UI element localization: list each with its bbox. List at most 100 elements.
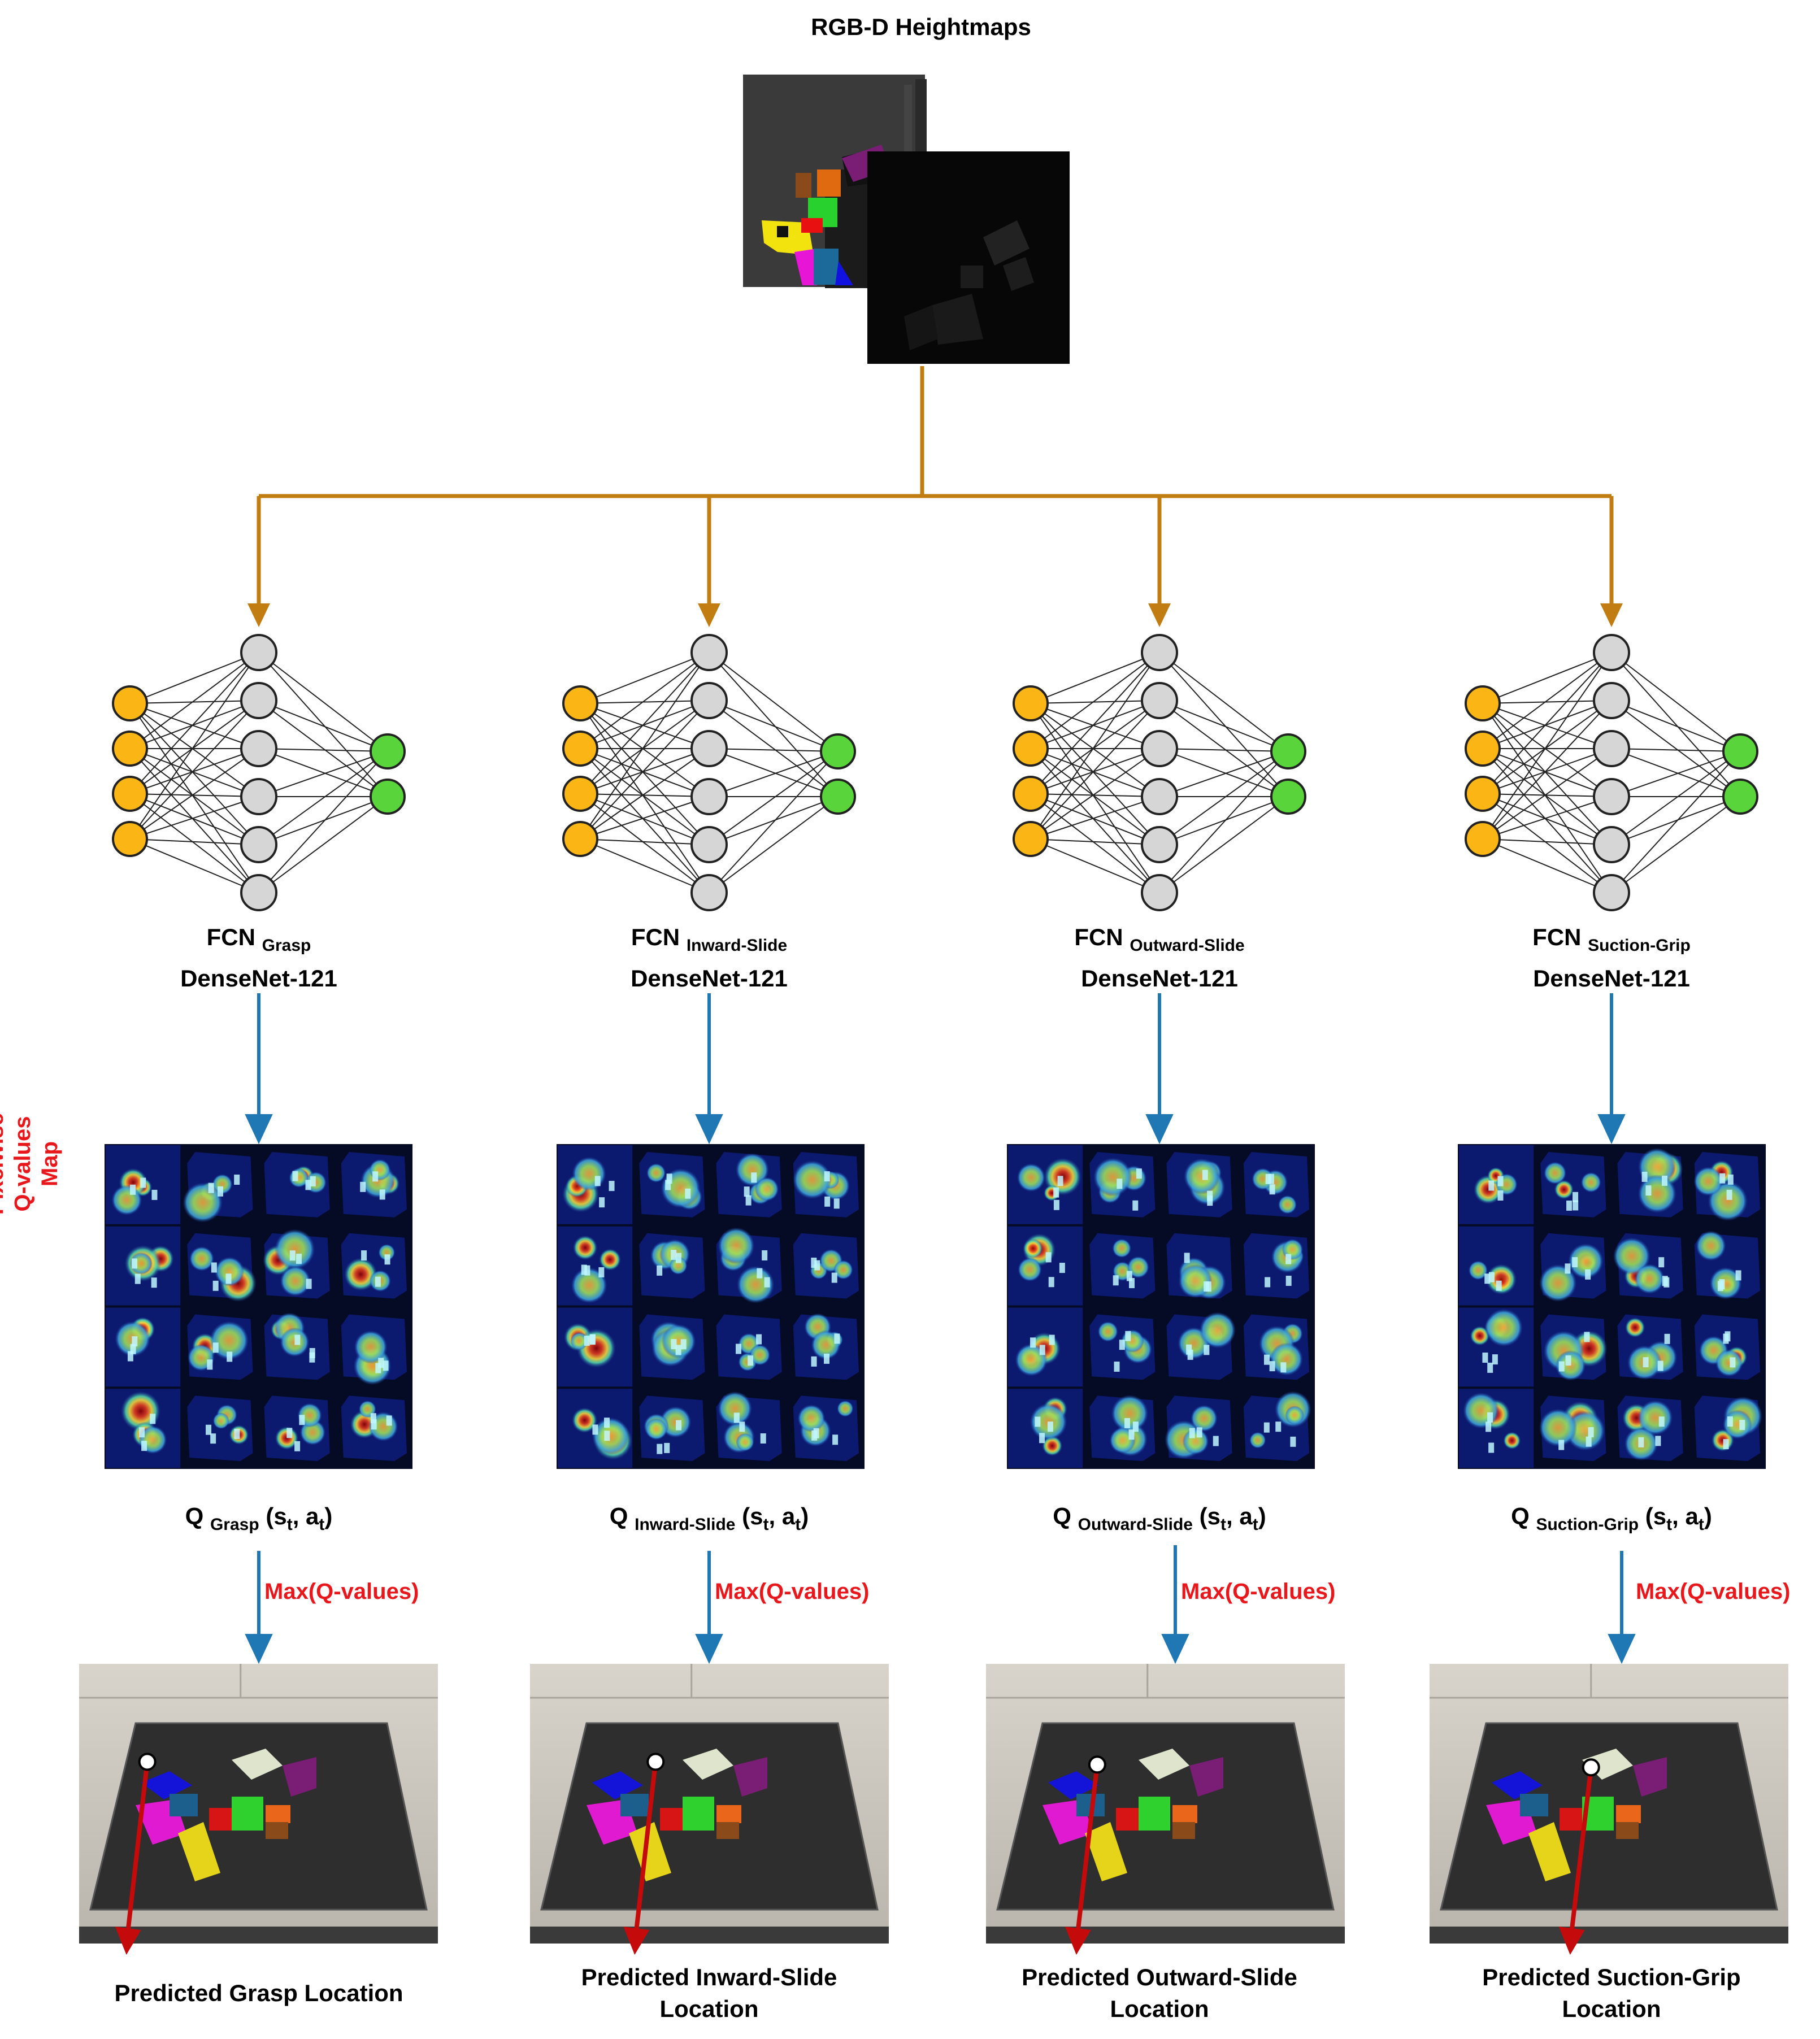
heatmap-tile xyxy=(1693,1152,1760,1221)
output-node xyxy=(370,733,406,769)
heatmap-tile xyxy=(1694,1314,1760,1380)
heatmap-grid-grasp xyxy=(105,1144,412,1469)
heatmap-tile xyxy=(639,1233,705,1299)
heatmap-tile xyxy=(1166,1233,1232,1299)
hidden-node xyxy=(1593,634,1630,671)
hidden-node xyxy=(690,826,728,863)
heatmap-tile xyxy=(187,1314,253,1380)
input-node xyxy=(112,685,148,721)
hidden-node xyxy=(240,874,277,911)
heatmap-tile xyxy=(1459,1226,1534,1306)
fcn-label-inward-slide: FCN Inward-Slide DenseNet-121 xyxy=(596,921,822,995)
output-node xyxy=(370,779,406,815)
network-connections xyxy=(129,652,388,893)
heatmap-tile xyxy=(1459,1145,1534,1224)
scene-suction-grip xyxy=(1430,1664,1788,1955)
heatmap-tile xyxy=(558,1145,633,1224)
heatmap-tile xyxy=(1539,1233,1606,1302)
heatmap-tile xyxy=(1540,1152,1606,1218)
output-node xyxy=(1270,779,1306,815)
backbone-label: DenseNet-121 xyxy=(180,965,337,992)
input-node xyxy=(562,685,598,721)
hidden-node xyxy=(1593,730,1630,767)
hidden-node xyxy=(690,730,728,767)
heatmap-tile xyxy=(1166,1312,1236,1380)
fcn-network-inward-slide xyxy=(562,634,856,911)
heatmap-tile xyxy=(793,1395,859,1461)
heatmap-tile xyxy=(1243,1152,1309,1218)
heatmap-tile xyxy=(1089,1233,1156,1299)
fcn-label-grasp: FCN Grasp DenseNet-121 xyxy=(146,921,372,995)
input-node xyxy=(562,821,598,857)
input-node xyxy=(1013,776,1049,812)
heatmap-tile xyxy=(341,1233,407,1299)
heatmap-tile xyxy=(1166,1152,1232,1218)
heatmap-tile xyxy=(106,1389,181,1468)
heatmap-tile xyxy=(1617,1395,1683,1461)
heatmap-tile xyxy=(341,1395,407,1461)
hidden-node xyxy=(690,682,728,719)
scene-inward-slide xyxy=(530,1664,889,1955)
scene-outward-slide xyxy=(986,1664,1345,1955)
predicted-point-marker xyxy=(646,1753,665,1771)
hidden-node xyxy=(1141,730,1178,767)
fcn-label-outward-slide: FCN Outward-Slide DenseNet-121 xyxy=(1046,921,1272,995)
scene-grasp xyxy=(79,1664,438,1955)
prediction-arrow xyxy=(1075,1764,1100,1936)
hidden-node xyxy=(240,682,277,719)
heatmap-tile xyxy=(264,1395,330,1461)
input-node xyxy=(1013,821,1049,857)
network-connections xyxy=(580,652,839,893)
diagram-title: RGB-D Heightmaps xyxy=(811,14,1031,40)
network-connections xyxy=(1482,652,1741,893)
heatmap-tile xyxy=(341,1314,407,1385)
heatmap-tile xyxy=(1539,1395,1606,1461)
predicted-location-scenes xyxy=(79,1664,1788,1955)
heatmap-tile xyxy=(793,1313,859,1380)
heatmap-tile xyxy=(1617,1147,1683,1218)
hidden-node xyxy=(1141,682,1178,719)
q-value-heatmaps xyxy=(105,1144,1766,1469)
heatmap-tile xyxy=(639,1395,705,1461)
output-node xyxy=(820,779,856,815)
heatmap-grid-outward-slide xyxy=(1007,1144,1315,1469)
heatmap-tile xyxy=(183,1152,253,1223)
heatmap-tile xyxy=(106,1307,181,1387)
heatmap-tile xyxy=(1459,1307,1534,1387)
max-q-label-outward-slide: Max(Q-values) xyxy=(1181,1579,1336,1604)
heatmap-tile xyxy=(1008,1307,1083,1387)
heatmap-tile xyxy=(716,1314,782,1380)
fcn-networks xyxy=(112,634,1758,911)
backbone-label: DenseNet-121 xyxy=(631,965,788,992)
q-label-outward-slide: Q Outward-Slide (st, at) xyxy=(1053,1503,1266,1534)
hidden-node xyxy=(690,634,728,671)
heatmap-tile xyxy=(187,1233,257,1302)
heatmap-tile xyxy=(1694,1395,1763,1461)
heatmap-grid-suction-grip xyxy=(1458,1144,1766,1469)
heatmap-row-label-line1: Pixelwise Q-values xyxy=(0,1112,35,1215)
hidden-node xyxy=(240,826,277,863)
input-node xyxy=(112,821,148,857)
hidden-node xyxy=(1141,874,1178,911)
heatmap-tile xyxy=(1008,1389,1083,1468)
heatmap-tile xyxy=(716,1391,782,1461)
hidden-node xyxy=(1141,634,1178,671)
heatmap-tile xyxy=(793,1233,859,1299)
hidden-node xyxy=(240,730,277,767)
prediction-arrow xyxy=(1569,1767,1593,1936)
heatmap-tile xyxy=(558,1307,633,1387)
heatmap-tile xyxy=(1243,1391,1311,1461)
input-node xyxy=(562,776,598,812)
q-label-suction-grip: Q Suction-Grip (st, at) xyxy=(1511,1503,1712,1534)
hidden-node xyxy=(1593,826,1630,863)
heatmap-tile xyxy=(793,1152,859,1218)
input-node xyxy=(1465,776,1501,812)
heatmap-tile xyxy=(1243,1233,1309,1299)
input-node xyxy=(112,776,148,812)
heatmap-tile xyxy=(1613,1233,1683,1299)
heatmap-tile xyxy=(1459,1389,1534,1468)
output-node xyxy=(1722,779,1758,815)
heatmap-tile xyxy=(264,1152,330,1218)
